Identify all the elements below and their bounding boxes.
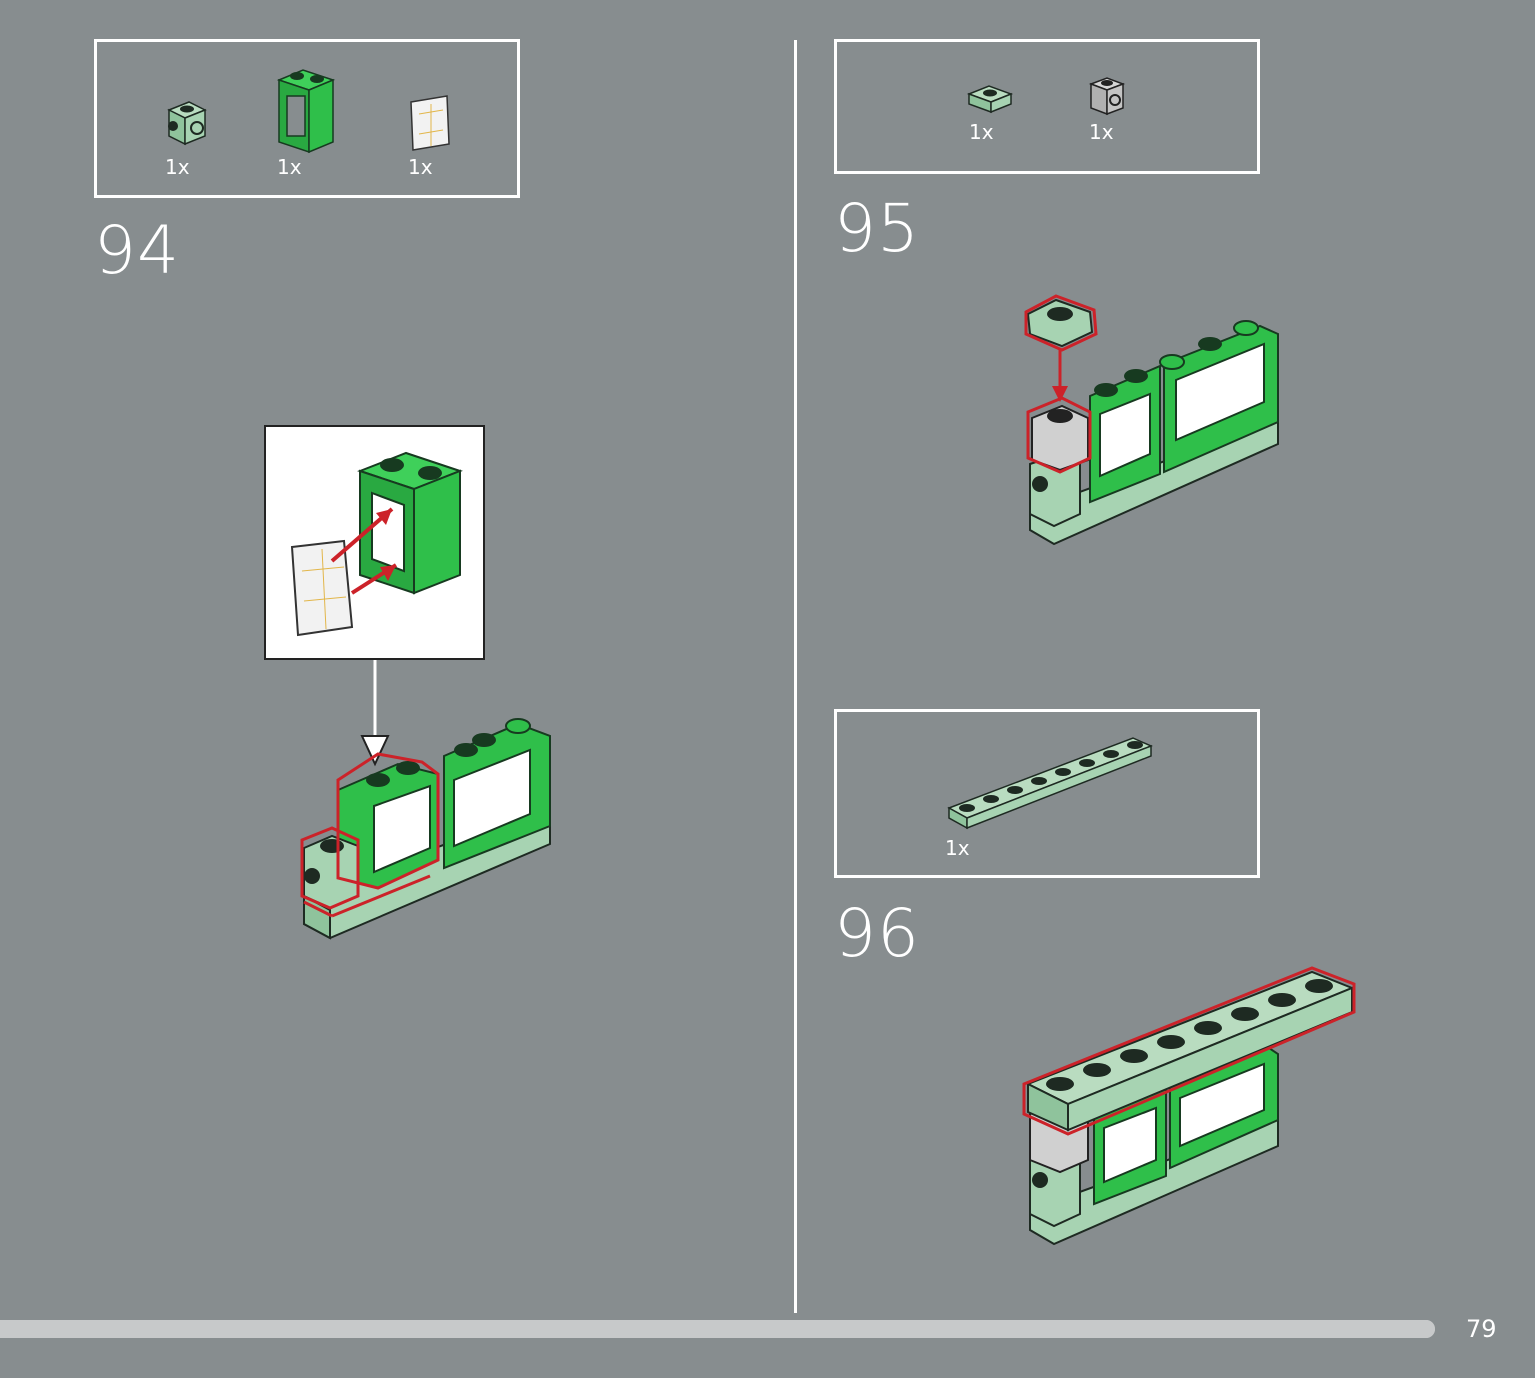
plate-1x8-icon	[947, 737, 1153, 830]
progress-fill	[0, 1320, 1435, 1338]
parts-list-step-94: 1x 1x 1x	[94, 39, 520, 198]
sub-assembly-callout	[264, 425, 485, 660]
part-qty: 1x	[945, 836, 970, 860]
insert-arrow-icon	[330, 507, 398, 595]
brick-1x1-stud-side-icon	[1088, 77, 1126, 116]
model-step-94	[300, 718, 551, 940]
window-frame-icon	[276, 69, 336, 154]
page-divider	[794, 40, 797, 1313]
progress-bar	[0, 1320, 1435, 1338]
step-number: 96	[834, 895, 920, 972]
down-arrow-icon	[360, 660, 390, 767]
step-number: 94	[94, 212, 180, 289]
part-qty: 1x	[1089, 120, 1114, 144]
page-number: 79	[1466, 1315, 1497, 1343]
parts-list-step-95: 1x 1x	[834, 39, 1260, 174]
part-qty: 1x	[408, 155, 433, 179]
brick-1x1-studs-sides-icon	[167, 101, 207, 146]
step-number: 95	[834, 190, 920, 267]
part-qty: 1x	[969, 120, 994, 144]
plate-1x1-icon	[966, 85, 1014, 114]
window-glass-icon	[410, 95, 450, 151]
model-step-95	[1024, 294, 1279, 546]
parts-list-step-96: 1x	[834, 709, 1260, 878]
part-qty: 1x	[165, 155, 190, 179]
model-step-96	[1022, 966, 1356, 1246]
part-qty: 1x	[277, 155, 302, 179]
glass-pane-icon	[290, 539, 354, 637]
